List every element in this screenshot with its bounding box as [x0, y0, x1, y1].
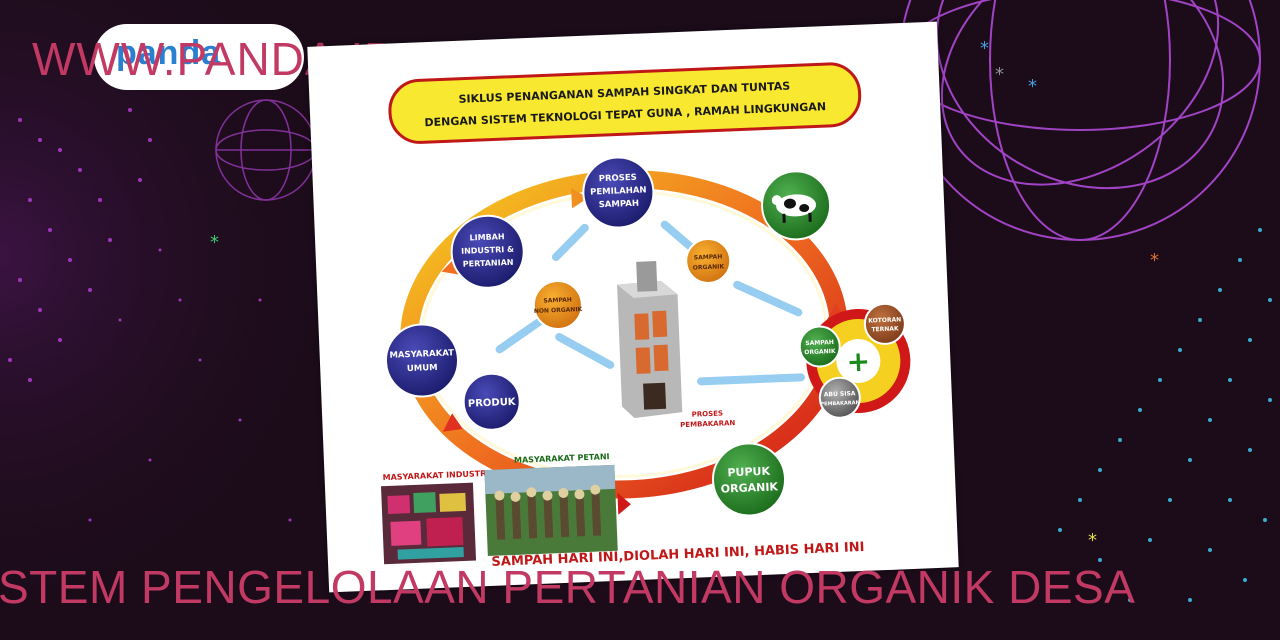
svg-text:PEMBAKARAN: PEMBAKARAN	[820, 400, 860, 408]
svg-text:*: *	[1088, 530, 1097, 551]
logo-badge	[94, 24, 304, 90]
incinerator-illustration	[617, 261, 683, 419]
svg-text:INDUSTRI &: INDUSTRI &	[461, 245, 514, 256]
svg-text:*: *	[210, 232, 219, 253]
svg-text:ORGANIK: ORGANIK	[693, 263, 725, 271]
svg-text:MASYARAKAT: MASYARAKAT	[389, 348, 454, 361]
svg-text:NON ORGANIK: NON ORGANIK	[534, 306, 583, 315]
node-sampah-organik-small: SAMPAH ORGANIK	[685, 237, 732, 284]
node-produk: PRODUK	[462, 372, 521, 431]
svg-text:SAMPAH: SAMPAH	[543, 296, 572, 304]
cycle-arrow-icon	[442, 413, 463, 432]
svg-text:SAMPAH: SAMPAH	[694, 253, 723, 261]
svg-text:*: *	[980, 38, 989, 59]
photo-petani-label: MASYARAKAT PETANI	[514, 452, 610, 465]
svg-text:+: +	[846, 345, 871, 379]
cycle-arrow-icon	[571, 188, 589, 209]
node-masyarakat-umum: MASYARAKAT UMUM	[384, 323, 459, 398]
svg-text:*: *	[1150, 250, 1159, 271]
svg-text:TERNAK: TERNAK	[871, 325, 899, 333]
svg-text:PUPUK: PUPUK	[727, 465, 770, 480]
svg-text:ORGANIK: ORGANIK	[804, 348, 836, 356]
photo-industri-label: MASYARAKAT INDUSTRI	[382, 469, 489, 482]
photo-masyarakat-petani	[484, 464, 618, 557]
svg-text:ORGANIK: ORGANIK	[721, 480, 779, 495]
node-compost-mix: + SAMPAH ORGANIK KOTORAN TERNAK ABU SISA…	[798, 302, 911, 419]
logo-text: panda	[116, 34, 222, 72]
proses-pembakaran-label: PEMBAKARAN	[680, 419, 736, 429]
svg-text:PRODUK: PRODUK	[468, 397, 517, 410]
svg-text:ABU SISA: ABU SISA	[824, 390, 856, 398]
svg-text:SAMPAH: SAMPAH	[599, 199, 640, 211]
svg-text:LIMBAH: LIMBAH	[469, 232, 504, 242]
svg-text:*: *	[1028, 76, 1037, 97]
svg-text:PERTANIAN: PERTANIAN	[463, 258, 514, 269]
cow-icon	[771, 194, 817, 223]
svg-text:*: *	[995, 64, 1004, 85]
cycle-arrow-icon	[617, 492, 631, 515]
svg-text:KOTORAN: KOTORAN	[868, 316, 901, 324]
poster-title-banner	[388, 62, 862, 144]
svg-text:UMUM: UMUM	[407, 363, 438, 374]
waste-cycle-poster: SIKLUS PENANGANAN SAMPAH SINGKAT DAN TUN…	[307, 21, 959, 593]
node-cow	[761, 170, 832, 241]
page-caption: STEM PENGELOLAAN PERTANIAN ORGANIK DESA	[0, 561, 1136, 613]
proses-pembakaran-label: PROSES	[692, 409, 724, 418]
node-sampah-non-organik: SAMPAH NON ORGANIK	[532, 280, 583, 331]
node-limbah-industri-pertanian: LIMBAH INDUSTRI & PERTANIAN	[450, 214, 525, 289]
svg-text:SAMPAH: SAMPAH	[805, 339, 834, 347]
photo-masyarakat-industri	[380, 482, 477, 565]
svg-text:PROSES: PROSES	[599, 173, 637, 185]
svg-text:PEMILAHAN: PEMILAHAN	[590, 185, 647, 197]
node-pupuk-organik: PUPUK ORGANIK	[712, 442, 787, 517]
node-proses-pemilahan-sampah: PROSES PEMILAHAN SAMPAH	[582, 156, 655, 229]
